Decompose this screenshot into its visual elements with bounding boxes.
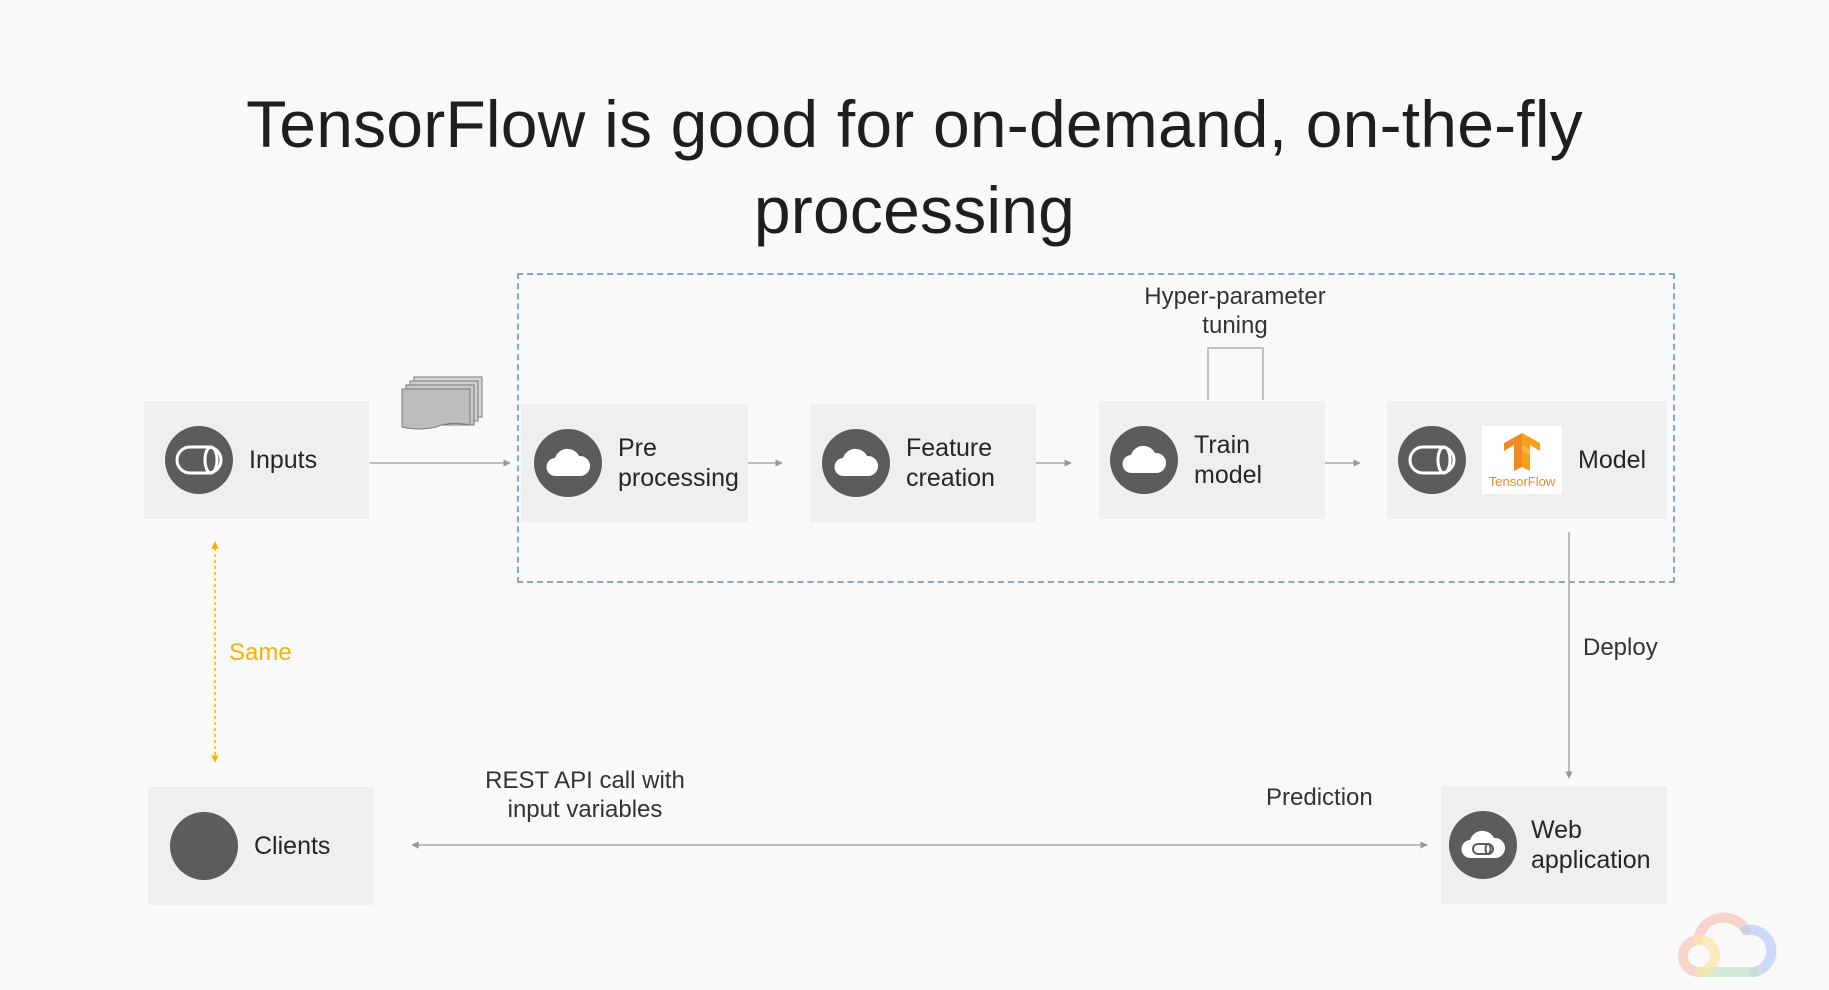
slide-title-line1: TensorFlow is good for on-demand, on-the… bbox=[246, 87, 1583, 161]
cloud-icon bbox=[534, 429, 602, 497]
node-feature-creation: Feature creation bbox=[810, 404, 1036, 522]
tensorflow-logo: TensorFlow bbox=[1482, 426, 1562, 494]
node-feature-creation-label: Feature creation bbox=[906, 434, 995, 492]
node-model-label: Model bbox=[1578, 446, 1647, 474]
tensorflow-pipeline-boundary bbox=[517, 273, 1675, 583]
node-inputs: Inputs bbox=[144, 401, 369, 519]
node-preprocessing-label: Pre processing bbox=[618, 434, 739, 492]
google-cloud-logo-icon bbox=[1678, 912, 1777, 977]
slide-title-line2: processing bbox=[753, 173, 1076, 247]
circle-icon bbox=[170, 812, 238, 880]
node-clients: Clients bbox=[148, 787, 374, 905]
node-model: TensorFlow Model bbox=[1387, 401, 1667, 519]
node-web-application-label: Web application bbox=[1531, 816, 1651, 874]
cloud-icon bbox=[822, 429, 890, 497]
node-train-model-label: Train model bbox=[1194, 431, 1263, 489]
database-icon bbox=[165, 426, 233, 494]
annotation-rest-api-call: REST API call with input variables bbox=[485, 767, 685, 823]
annotation-hyperparameter-tuning: Hyper-parameter tuning bbox=[1144, 283, 1326, 339]
tensorflow-logo-text: TensorFlow bbox=[1488, 474, 1556, 489]
node-clients-label: Clients bbox=[254, 832, 331, 860]
node-preprocessing: Pre processing bbox=[521, 404, 748, 522]
node-inputs-label: Inputs bbox=[249, 446, 318, 474]
database-icon bbox=[1398, 426, 1466, 494]
cloud-icon bbox=[1110, 426, 1178, 494]
node-train-model: Train model bbox=[1099, 401, 1325, 519]
annotation-deploy: Deploy bbox=[1583, 634, 1658, 661]
hyperparameter-loop bbox=[1207, 347, 1264, 400]
annotation-same: Same bbox=[229, 639, 292, 666]
annotation-prediction: Prediction bbox=[1266, 784, 1373, 811]
document-stack-icon bbox=[401, 376, 483, 430]
node-web-application: Web application bbox=[1441, 786, 1667, 904]
tensorflow-icon bbox=[1504, 433, 1540, 471]
cloud-storage-icon bbox=[1449, 811, 1517, 879]
